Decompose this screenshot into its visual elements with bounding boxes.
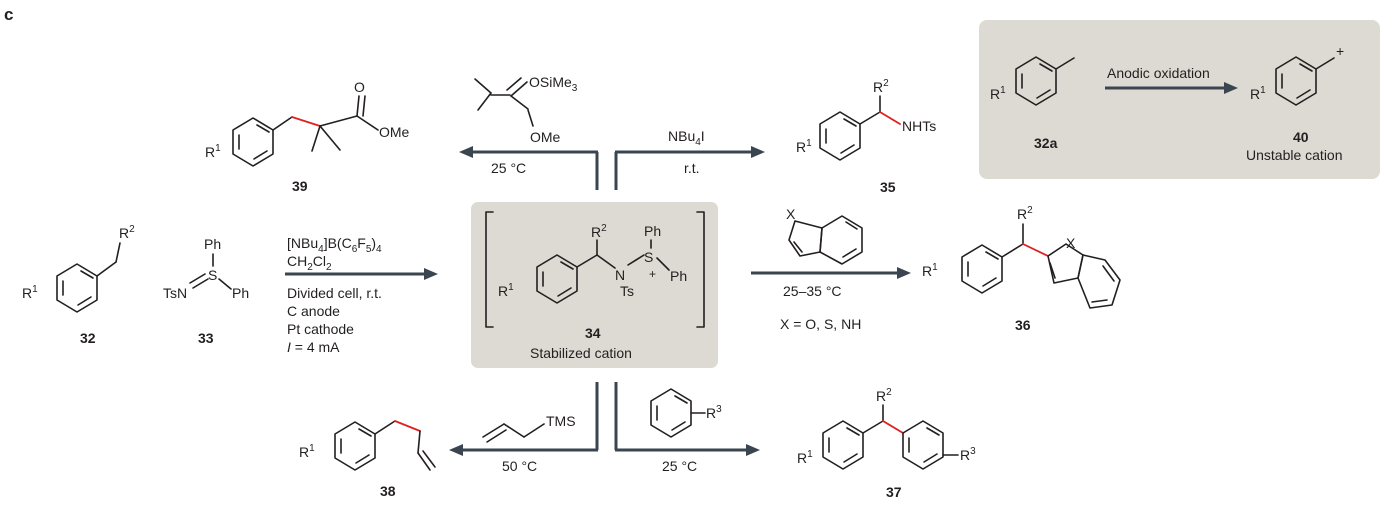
svg-text:TsN: TsN <box>163 285 187 301</box>
svg-text:R1: R1 <box>22 284 38 301</box>
svg-text:I = 4 mA: I = 4 mA <box>287 339 340 355</box>
svg-text:R1: R1 <box>299 443 315 460</box>
label-34: 34 <box>585 325 601 341</box>
silyl-ketene-acetal: OSiMe3 OMe <box>474 74 578 145</box>
structure-33: Ph S TsN Ph <box>163 236 249 301</box>
label-35: 35 <box>880 179 896 195</box>
svg-text:C anode: C anode <box>287 303 340 319</box>
label-33: 33 <box>198 330 214 346</box>
unstable-cation-label: Unstable cation <box>1246 147 1343 163</box>
svg-text:[NBu4]B(C6F5)4: [NBu4]B(C6F5)4 <box>287 235 382 255</box>
anodic-oxidation-label: Anodic oxidation <box>1107 65 1210 81</box>
svg-text:OSiMe3: OSiMe3 <box>529 74 578 94</box>
svg-text:Pt cathode: Pt cathode <box>287 321 354 337</box>
label-37: 37 <box>886 484 902 500</box>
svg-text:R1: R1 <box>498 282 514 299</box>
svg-text:N: N <box>615 267 625 283</box>
svg-text:X: X <box>1066 235 1076 251</box>
label-38: 38 <box>380 483 396 499</box>
central-panel: R2 N Ts S + Ph Ph R1 34 Stabilized catio… <box>471 202 718 368</box>
inset-panel: R1 32a Anodic oxidation + R1 40 Unstable… <box>979 20 1380 179</box>
cond-indole-temp: 25–35 °C <box>783 283 842 299</box>
svg-text:Ph: Ph <box>204 236 221 252</box>
structure-32a: R1 <box>990 56 1075 106</box>
svg-text:R3: R3 <box>960 446 976 463</box>
svg-text:S: S <box>208 267 217 283</box>
svg-text:OMe: OMe <box>530 129 561 145</box>
svg-text:Ph: Ph <box>644 223 661 239</box>
svg-text:R1: R1 <box>922 262 938 279</box>
cond-x-definition: X = O, S, NH <box>780 316 861 332</box>
svg-text:R2: R2 <box>1017 205 1033 222</box>
svg-text:+: + <box>649 267 656 281</box>
svg-text:R1: R1 <box>796 138 812 155</box>
label-40: 40 <box>1293 129 1309 145</box>
svg-text:Ts: Ts <box>620 283 634 299</box>
svg-text:R1: R1 <box>797 449 813 466</box>
label-32: 32 <box>80 330 96 346</box>
structure-39: O OMe R1 <box>205 79 410 167</box>
structure-40: + R1 <box>1250 43 1344 106</box>
cond-arene-temp: 25 °C <box>662 458 697 474</box>
cond-silyl-temp: 25 °C <box>491 160 526 176</box>
svg-text:CH2Cl2: CH2Cl2 <box>287 253 332 273</box>
svg-text:NHTs: NHTs <box>902 118 936 134</box>
structure-32: R2 R1 <box>22 224 135 313</box>
structure-36: X R2 R1 <box>922 205 1121 309</box>
benzofused-heterocycle: X <box>786 206 863 265</box>
label-36: 36 <box>1015 317 1031 333</box>
svg-text:Ph: Ph <box>232 285 249 301</box>
cond-nbu4i-temp: r.t. <box>684 160 700 176</box>
structure-34: R2 N Ts S + Ph Ph R1 <box>498 223 687 304</box>
arene-r3: R3 <box>650 388 722 438</box>
structure-37: R2 R3 R1 <box>797 387 976 470</box>
svg-text:R1: R1 <box>1250 85 1266 102</box>
svg-text:R2: R2 <box>873 78 889 95</box>
allyl-tms: TMS <box>482 413 576 443</box>
cond-nbu4i: NBu4I <box>668 128 705 148</box>
svg-text:Ph: Ph <box>670 268 687 284</box>
panel-label: c <box>4 5 13 24</box>
svg-text:Divided cell, r.t.: Divided cell, r.t. <box>287 285 382 301</box>
structure-35: R2 NHTs R1 <box>796 78 936 161</box>
svg-text:OMe: OMe <box>379 124 410 140</box>
svg-text:R2: R2 <box>591 223 607 240</box>
main-reaction-conditions: [NBu4]B(C6F5)4 CH2Cl2 Divided cell, r.t.… <box>287 235 382 355</box>
svg-text:R2: R2 <box>876 387 892 404</box>
label-32a: 32a <box>1034 135 1058 151</box>
stabilized-cation-label: Stabilized cation <box>530 345 632 361</box>
svg-text:X: X <box>786 206 796 222</box>
structure-38: R1 <box>299 420 436 471</box>
svg-text:S: S <box>644 249 653 265</box>
svg-text:+: + <box>1336 43 1344 59</box>
svg-text:R2: R2 <box>119 224 135 241</box>
svg-text:R1: R1 <box>205 143 221 160</box>
svg-text:TMS: TMS <box>546 413 576 429</box>
cond-allyl-temp: 50 °C <box>502 458 537 474</box>
svg-text:R3: R3 <box>706 404 722 421</box>
label-39: 39 <box>292 178 308 194</box>
svg-text:O: O <box>354 79 365 95</box>
svg-text:R1: R1 <box>990 85 1006 102</box>
